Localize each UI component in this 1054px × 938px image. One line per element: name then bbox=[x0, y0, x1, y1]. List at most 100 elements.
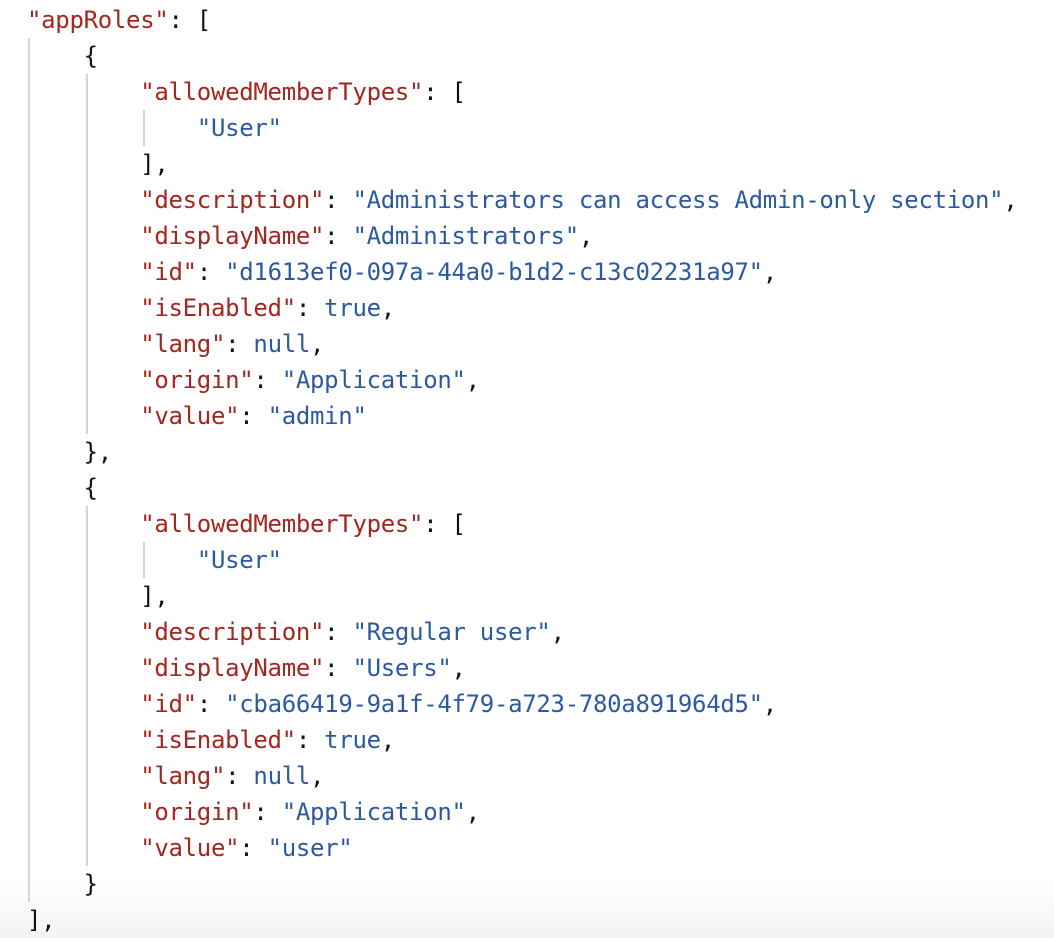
indent-guide bbox=[85, 542, 88, 578]
punct: : bbox=[225, 330, 254, 358]
null-value: null bbox=[253, 762, 311, 790]
code-line: "origin": "Application", bbox=[27, 794, 1018, 830]
punct: : bbox=[324, 654, 353, 682]
indent-guide bbox=[28, 542, 30, 578]
code-line: "User" bbox=[27, 542, 1018, 578]
punct: , bbox=[1003, 186, 1018, 214]
json-key: "allowedMemberTypes" bbox=[140, 78, 424, 106]
indent-guide bbox=[85, 614, 88, 650]
punct: }, bbox=[83, 438, 113, 466]
code-line: ], bbox=[27, 902, 1018, 938]
indent-guide bbox=[28, 218, 30, 254]
json-key: "origin" bbox=[140, 798, 254, 826]
punct: : bbox=[324, 222, 353, 250]
code-line: "displayName": "Users", bbox=[27, 650, 1018, 686]
indent-guide bbox=[85, 794, 88, 830]
code-line: ], bbox=[27, 146, 1018, 182]
json-key: "value" bbox=[140, 834, 240, 862]
indent-guide bbox=[28, 146, 30, 182]
indent-guide bbox=[28, 326, 30, 362]
indent-guide bbox=[85, 182, 88, 218]
string-value: "Administrators" bbox=[352, 222, 579, 250]
json-key: "lang" bbox=[140, 330, 226, 358]
punct: , bbox=[310, 330, 325, 358]
code-line: "id": "cba66419-9a1f-4f79-a723-780a89196… bbox=[27, 686, 1018, 722]
string-value: "admin" bbox=[267, 402, 367, 430]
code-line: "description": "Administrators can acces… bbox=[27, 182, 1018, 218]
punct: : bbox=[295, 294, 325, 322]
indent-guide bbox=[85, 722, 88, 758]
indent-guide bbox=[28, 506, 30, 542]
json-key: "id" bbox=[140, 258, 197, 286]
string-value: "Administrators can access Admin-only se… bbox=[352, 186, 1004, 214]
indent-guide bbox=[85, 326, 88, 362]
punct: , bbox=[380, 726, 395, 754]
json-key: "description" bbox=[140, 186, 325, 214]
punct: ], bbox=[140, 150, 169, 178]
indent-guide bbox=[85, 254, 88, 290]
indent-guide bbox=[28, 254, 30, 290]
code-line: }, bbox=[27, 434, 1018, 470]
json-key: "allowedMemberTypes" bbox=[140, 510, 424, 538]
indent-guide bbox=[28, 290, 30, 326]
json-key: "displayName" bbox=[140, 222, 325, 250]
json-code-view: "appRoles": [ { "allowedMemberTypes": [ … bbox=[27, 2, 1018, 938]
punct: : bbox=[196, 258, 226, 286]
punct: , bbox=[465, 366, 480, 394]
punct: } bbox=[83, 870, 98, 898]
json-key: "origin" bbox=[140, 366, 254, 394]
indent-guide bbox=[28, 74, 30, 110]
punct: : bbox=[253, 798, 282, 826]
indent-guide bbox=[85, 218, 88, 254]
indent-guide bbox=[85, 830, 88, 866]
indent-guide bbox=[28, 758, 30, 794]
indent-guide bbox=[143, 542, 146, 578]
json-key: "value" bbox=[140, 402, 240, 430]
code-line: "id": "d1613ef0-097a-44a0-b1d2-c13c02231… bbox=[27, 254, 1018, 290]
code-line: "appRoles": [ bbox=[27, 2, 1018, 38]
punct: : [ bbox=[168, 6, 212, 34]
indent-guide bbox=[28, 686, 30, 722]
punct: : bbox=[225, 762, 254, 790]
code-line: { bbox=[27, 38, 1018, 74]
json-key: "description" bbox=[140, 618, 325, 646]
punct: , bbox=[465, 798, 480, 826]
string-value: "user" bbox=[267, 834, 353, 862]
indent-guide bbox=[85, 146, 88, 182]
punct: { bbox=[83, 42, 98, 70]
indent-guide bbox=[85, 290, 88, 326]
indent-guide bbox=[28, 794, 30, 830]
boolean-value: true bbox=[324, 294, 381, 322]
code-line: "description": "Regular user", bbox=[27, 614, 1018, 650]
punct: : bbox=[239, 402, 268, 430]
indent-guide bbox=[85, 74, 88, 110]
json-key: "isEnabled" bbox=[140, 726, 296, 754]
json-key: "isEnabled" bbox=[140, 294, 296, 322]
punct: , bbox=[310, 762, 325, 790]
indent-guide bbox=[28, 614, 30, 650]
code-line: } bbox=[27, 866, 1018, 902]
punct: { bbox=[83, 474, 98, 502]
punct: , bbox=[578, 222, 594, 250]
punct: : bbox=[196, 690, 226, 718]
code-line: ], bbox=[27, 578, 1018, 614]
code-line: "allowedMemberTypes": [ bbox=[27, 506, 1018, 542]
punct: : bbox=[324, 186, 353, 214]
code-line: "User" bbox=[27, 110, 1018, 146]
indent-guide bbox=[85, 650, 88, 686]
string-value: "User" bbox=[196, 546, 282, 574]
punct: , bbox=[762, 690, 777, 718]
indent-guide bbox=[28, 578, 30, 614]
json-key: "id" bbox=[140, 690, 197, 718]
string-value: "d1613ef0-097a-44a0-b1d2-c13c02231a97" bbox=[225, 258, 763, 286]
indent-guide bbox=[85, 362, 88, 398]
json-key: "displayName" bbox=[140, 654, 325, 682]
indent-guide bbox=[85, 398, 88, 434]
string-value: "Application" bbox=[281, 798, 466, 826]
indent-guide bbox=[28, 38, 30, 74]
string-value: "Users" bbox=[352, 654, 452, 682]
punct: , bbox=[451, 654, 466, 682]
punct: , bbox=[550, 618, 565, 646]
punct: : bbox=[295, 726, 325, 754]
indent-guide bbox=[28, 362, 30, 398]
